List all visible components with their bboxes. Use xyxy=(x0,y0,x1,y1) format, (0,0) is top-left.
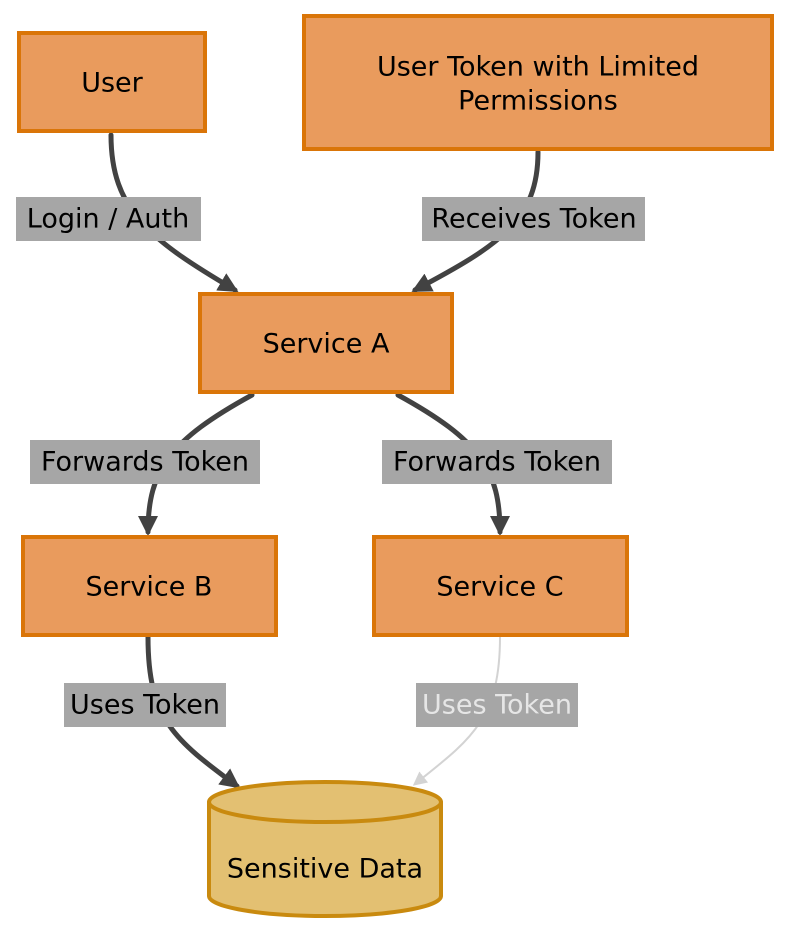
svg-text:Uses Token: Uses Token xyxy=(422,690,572,721)
edge-label-uses-token-b: Uses Token xyxy=(64,683,226,727)
node-service-a: Service A xyxy=(198,292,454,394)
svg-text:Login / Auth: Login / Auth xyxy=(27,204,189,235)
svg-text:Uses Token: Uses Token xyxy=(70,690,220,721)
edge-label-forwards-token-c: Forwards Token xyxy=(382,440,612,484)
edge-label-uses-token-c: Uses Token xyxy=(416,683,578,727)
svg-text:User: User xyxy=(81,68,143,99)
edge-label-forwards-token-b: Forwards Token xyxy=(30,440,260,484)
svg-text:Sensitive Data: Sensitive Data xyxy=(227,854,423,885)
svg-text:Permissions: Permissions xyxy=(458,86,618,117)
node-sensitive-data: Sensitive Data xyxy=(207,780,443,918)
svg-text:Forwards Token: Forwards Token xyxy=(393,447,601,478)
svg-text:User Token with Limited: User Token with Limited xyxy=(377,52,699,83)
node-service-b: Service B xyxy=(21,535,278,637)
svg-text:Receives Token: Receives Token xyxy=(431,204,636,235)
edge-label-login-auth: Login / Auth xyxy=(16,197,201,241)
svg-text:Service A: Service A xyxy=(263,329,390,360)
node-user-token: User Token with Limited Permissions xyxy=(302,14,774,151)
node-service-c: Service C xyxy=(372,535,629,637)
node-user: User xyxy=(17,31,207,133)
svg-text:Forwards Token: Forwards Token xyxy=(41,447,249,478)
svg-text:Service C: Service C xyxy=(436,572,563,603)
svg-text:Service B: Service B xyxy=(86,572,213,603)
edge-label-receives-token: Receives Token xyxy=(422,197,645,241)
